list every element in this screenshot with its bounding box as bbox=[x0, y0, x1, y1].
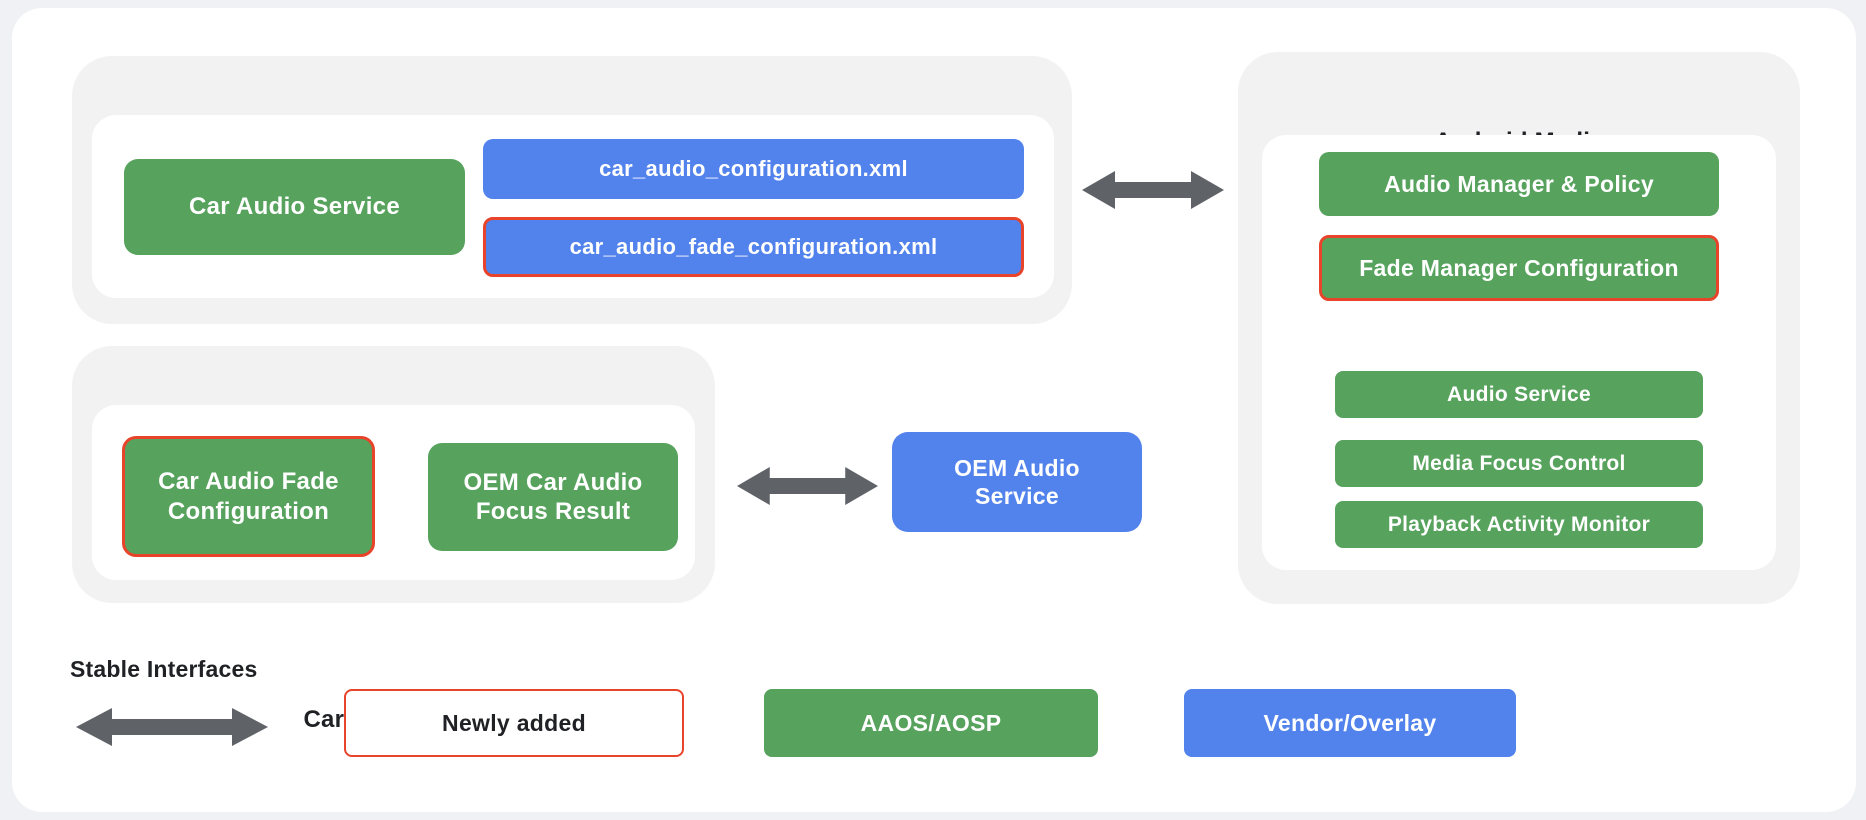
legend-newly-added: Newly added bbox=[344, 689, 684, 757]
android-media-group: Android Media Audio Manager & Policy Fad… bbox=[1238, 52, 1800, 604]
bidirectional-arrow-icon bbox=[1082, 171, 1224, 209]
stable-interfaces-label: Stable Interfaces bbox=[70, 656, 258, 682]
playback-activity-monitor-box: Playback Activity Monitor bbox=[1335, 501, 1703, 548]
media-focus-control-box: Media Focus Control bbox=[1335, 440, 1703, 487]
car-oem-focus-group: Car Oem Focus Car Audio Fade Configurati… bbox=[72, 346, 715, 733]
car-audio-fade-configuration-xml-box: car_audio_fade_configuration.xml bbox=[483, 217, 1024, 277]
legend-vendor-overlay: Vendor/Overlay bbox=[1184, 689, 1516, 757]
fade-manager-configuration-box: Fade Manager Configuration bbox=[1319, 235, 1719, 301]
oem-car-audio-focus-result-box: OEM Car Audio Focus Result bbox=[428, 443, 678, 551]
car-service-group: Car Service Car Audio Service car_audio_… bbox=[72, 56, 1072, 324]
bidirectional-arrow-icon bbox=[737, 467, 878, 505]
android-media-panel: Audio Manager & Policy Fade Manager Conf… bbox=[1262, 135, 1776, 570]
stable-interface-arrow-icon bbox=[76, 708, 268, 746]
car-service-panel: Car Audio Service car_audio_configuratio… bbox=[92, 115, 1054, 298]
oem-audio-service-box: OEM Audio Service bbox=[892, 432, 1142, 532]
car-audio-configuration-xml-box: car_audio_configuration.xml bbox=[483, 139, 1024, 199]
car-oem-focus-panel: Car Audio Fade Configuration OEM Car Aud… bbox=[92, 405, 695, 580]
car-audio-fade-configuration-box: Car Audio Fade Configuration bbox=[122, 436, 375, 557]
car-audio-service-box: Car Audio Service bbox=[124, 159, 465, 255]
audio-manager-policy-box: Audio Manager & Policy bbox=[1319, 152, 1719, 216]
audio-service-box: Audio Service bbox=[1335, 371, 1703, 418]
legend-aaos-aosp: AAOS/AOSP bbox=[764, 689, 1098, 757]
